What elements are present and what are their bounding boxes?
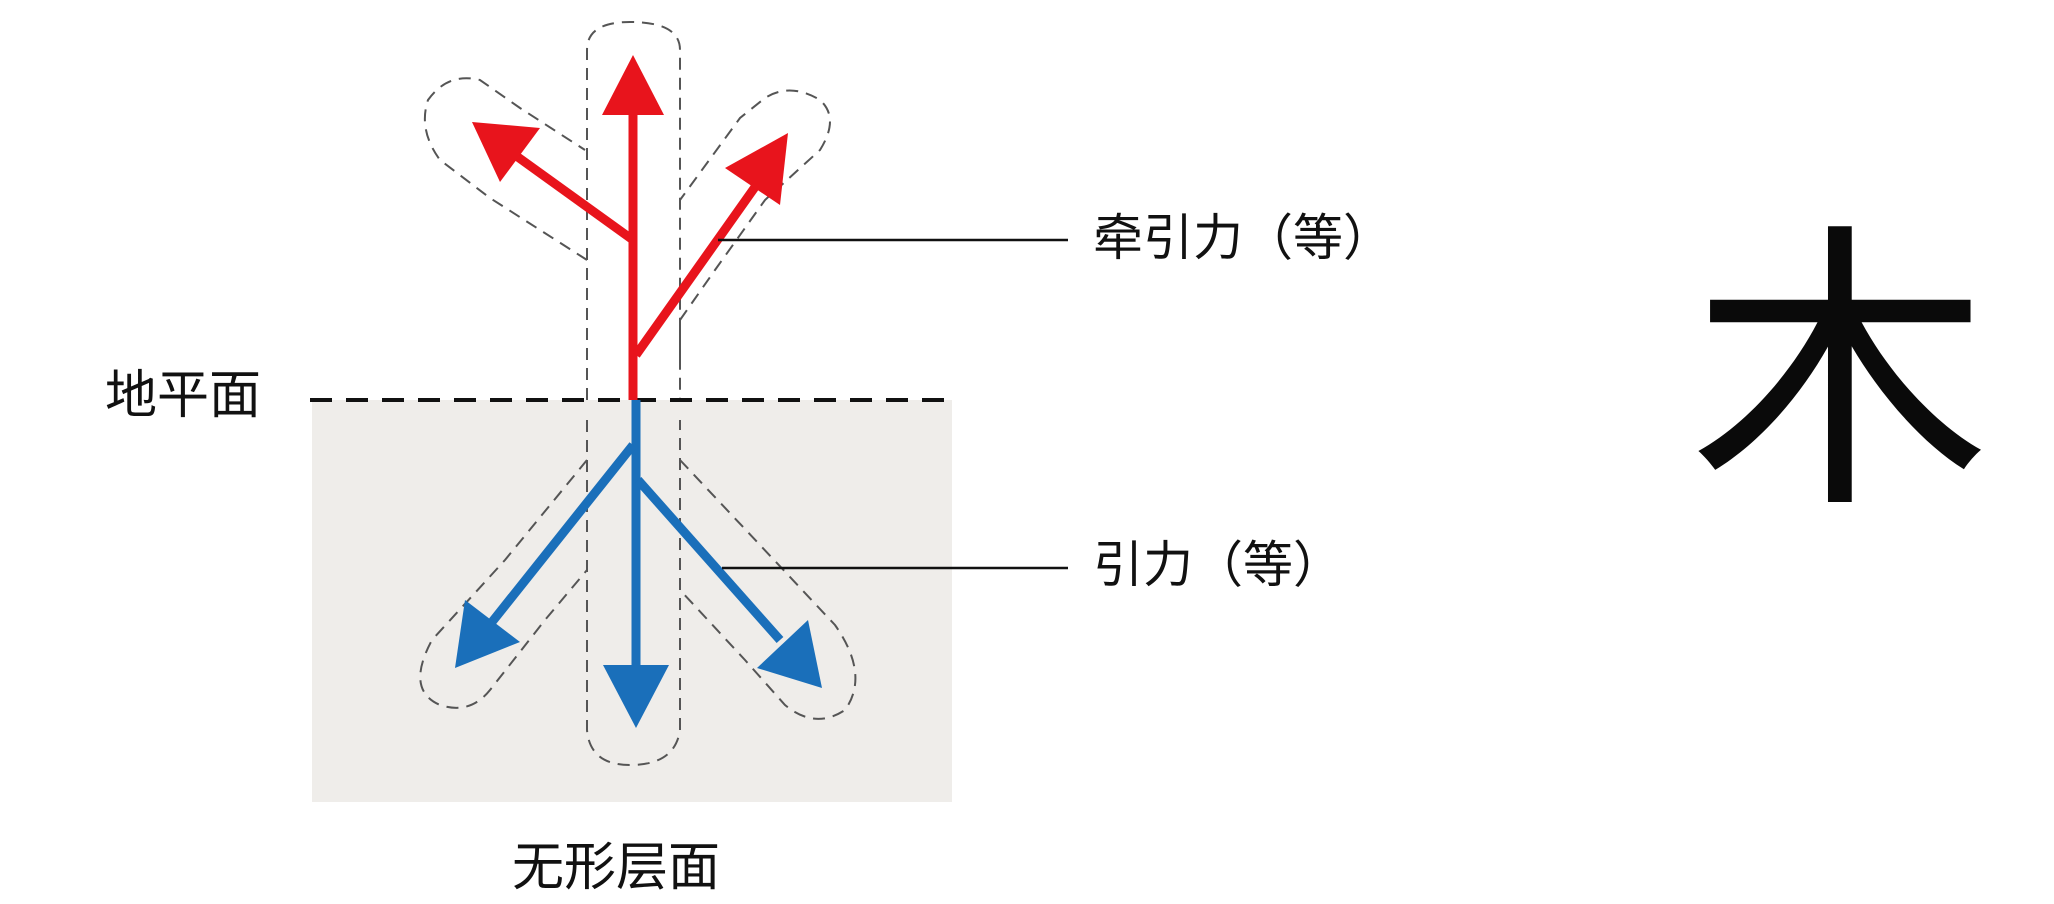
ground-label: 地平面 xyxy=(105,366,262,426)
traction-arrow-left-shaft xyxy=(512,151,636,244)
dashed-outline-down-center xyxy=(586,420,681,767)
traction-label: 牵引力（等） xyxy=(1093,209,1393,267)
traction-arrow-right-head xyxy=(725,133,788,205)
gravity-label: 引力（等） xyxy=(1093,536,1343,594)
dashed-outline-up-left xyxy=(423,77,588,261)
traction-arrow-right-shaft xyxy=(632,177,764,358)
gravity-arrow-left-shaft xyxy=(488,442,637,625)
wood-character: 木 xyxy=(1690,200,1990,549)
traction-arrow-left-head xyxy=(472,122,540,182)
dashed-outline-up-right xyxy=(679,89,831,360)
traction-arrow-center-head xyxy=(602,55,664,115)
gravity-arrow-right-shaft xyxy=(634,477,784,643)
invisible-layer-label: 无形层面 xyxy=(512,838,721,898)
gravity-arrow-right-head xyxy=(757,620,822,688)
dashed-outline-down-left xyxy=(419,459,588,709)
gravity-arrows xyxy=(455,400,822,728)
traction-arrows xyxy=(472,55,788,400)
dashed-outline-down-right xyxy=(679,459,857,720)
gravity-arrow-center-head xyxy=(603,665,669,728)
gravity-arrow-left-head xyxy=(455,600,520,668)
dashed-outline-up-center xyxy=(586,20,681,400)
